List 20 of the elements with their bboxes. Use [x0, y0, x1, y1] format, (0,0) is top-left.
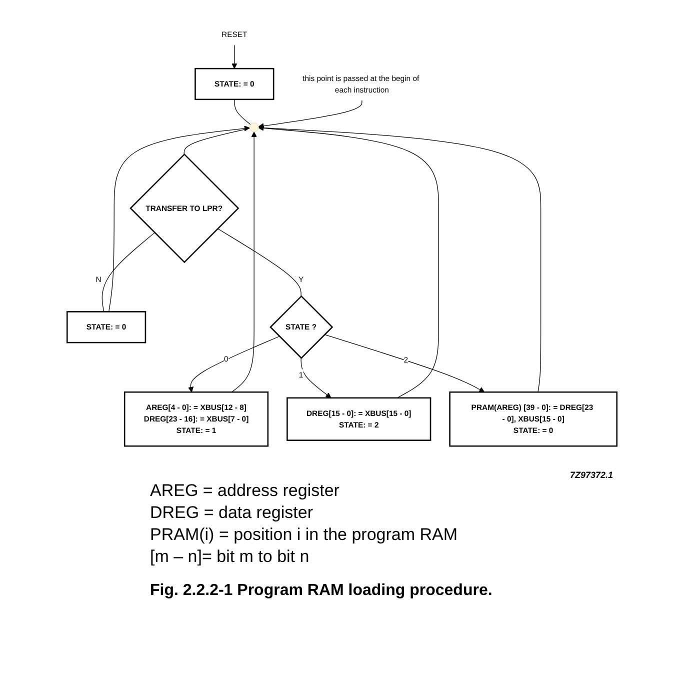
connector: [183, 128, 250, 155]
note-text: PRAM(i) = position i in the program RAM: [150, 524, 458, 546]
drawing-number: 7Z97372.1: [570, 470, 613, 480]
arrow: [258, 100, 362, 129]
note-text: DREG = data register: [150, 502, 314, 524]
arrow: [231, 44, 237, 69]
arrow: [300, 358, 331, 398]
note-text: AREG = address register: [150, 480, 340, 502]
arrow: [230, 132, 256, 392]
connector: [101, 232, 154, 312]
arrow: [258, 125, 438, 398]
arrow: [324, 334, 484, 392]
connector: [234, 99, 250, 125]
node-circle: [248, 122, 258, 132]
note-text: [m – n]= bit m to bit n: [150, 546, 310, 568]
connector: [216, 228, 301, 297]
arrow: [188, 336, 280, 392]
arrow: [258, 125, 541, 392]
figure-caption: Fig. 2.2.2-1 Program RAM loading procedure.: [150, 582, 492, 600]
arrow: [108, 126, 250, 312]
